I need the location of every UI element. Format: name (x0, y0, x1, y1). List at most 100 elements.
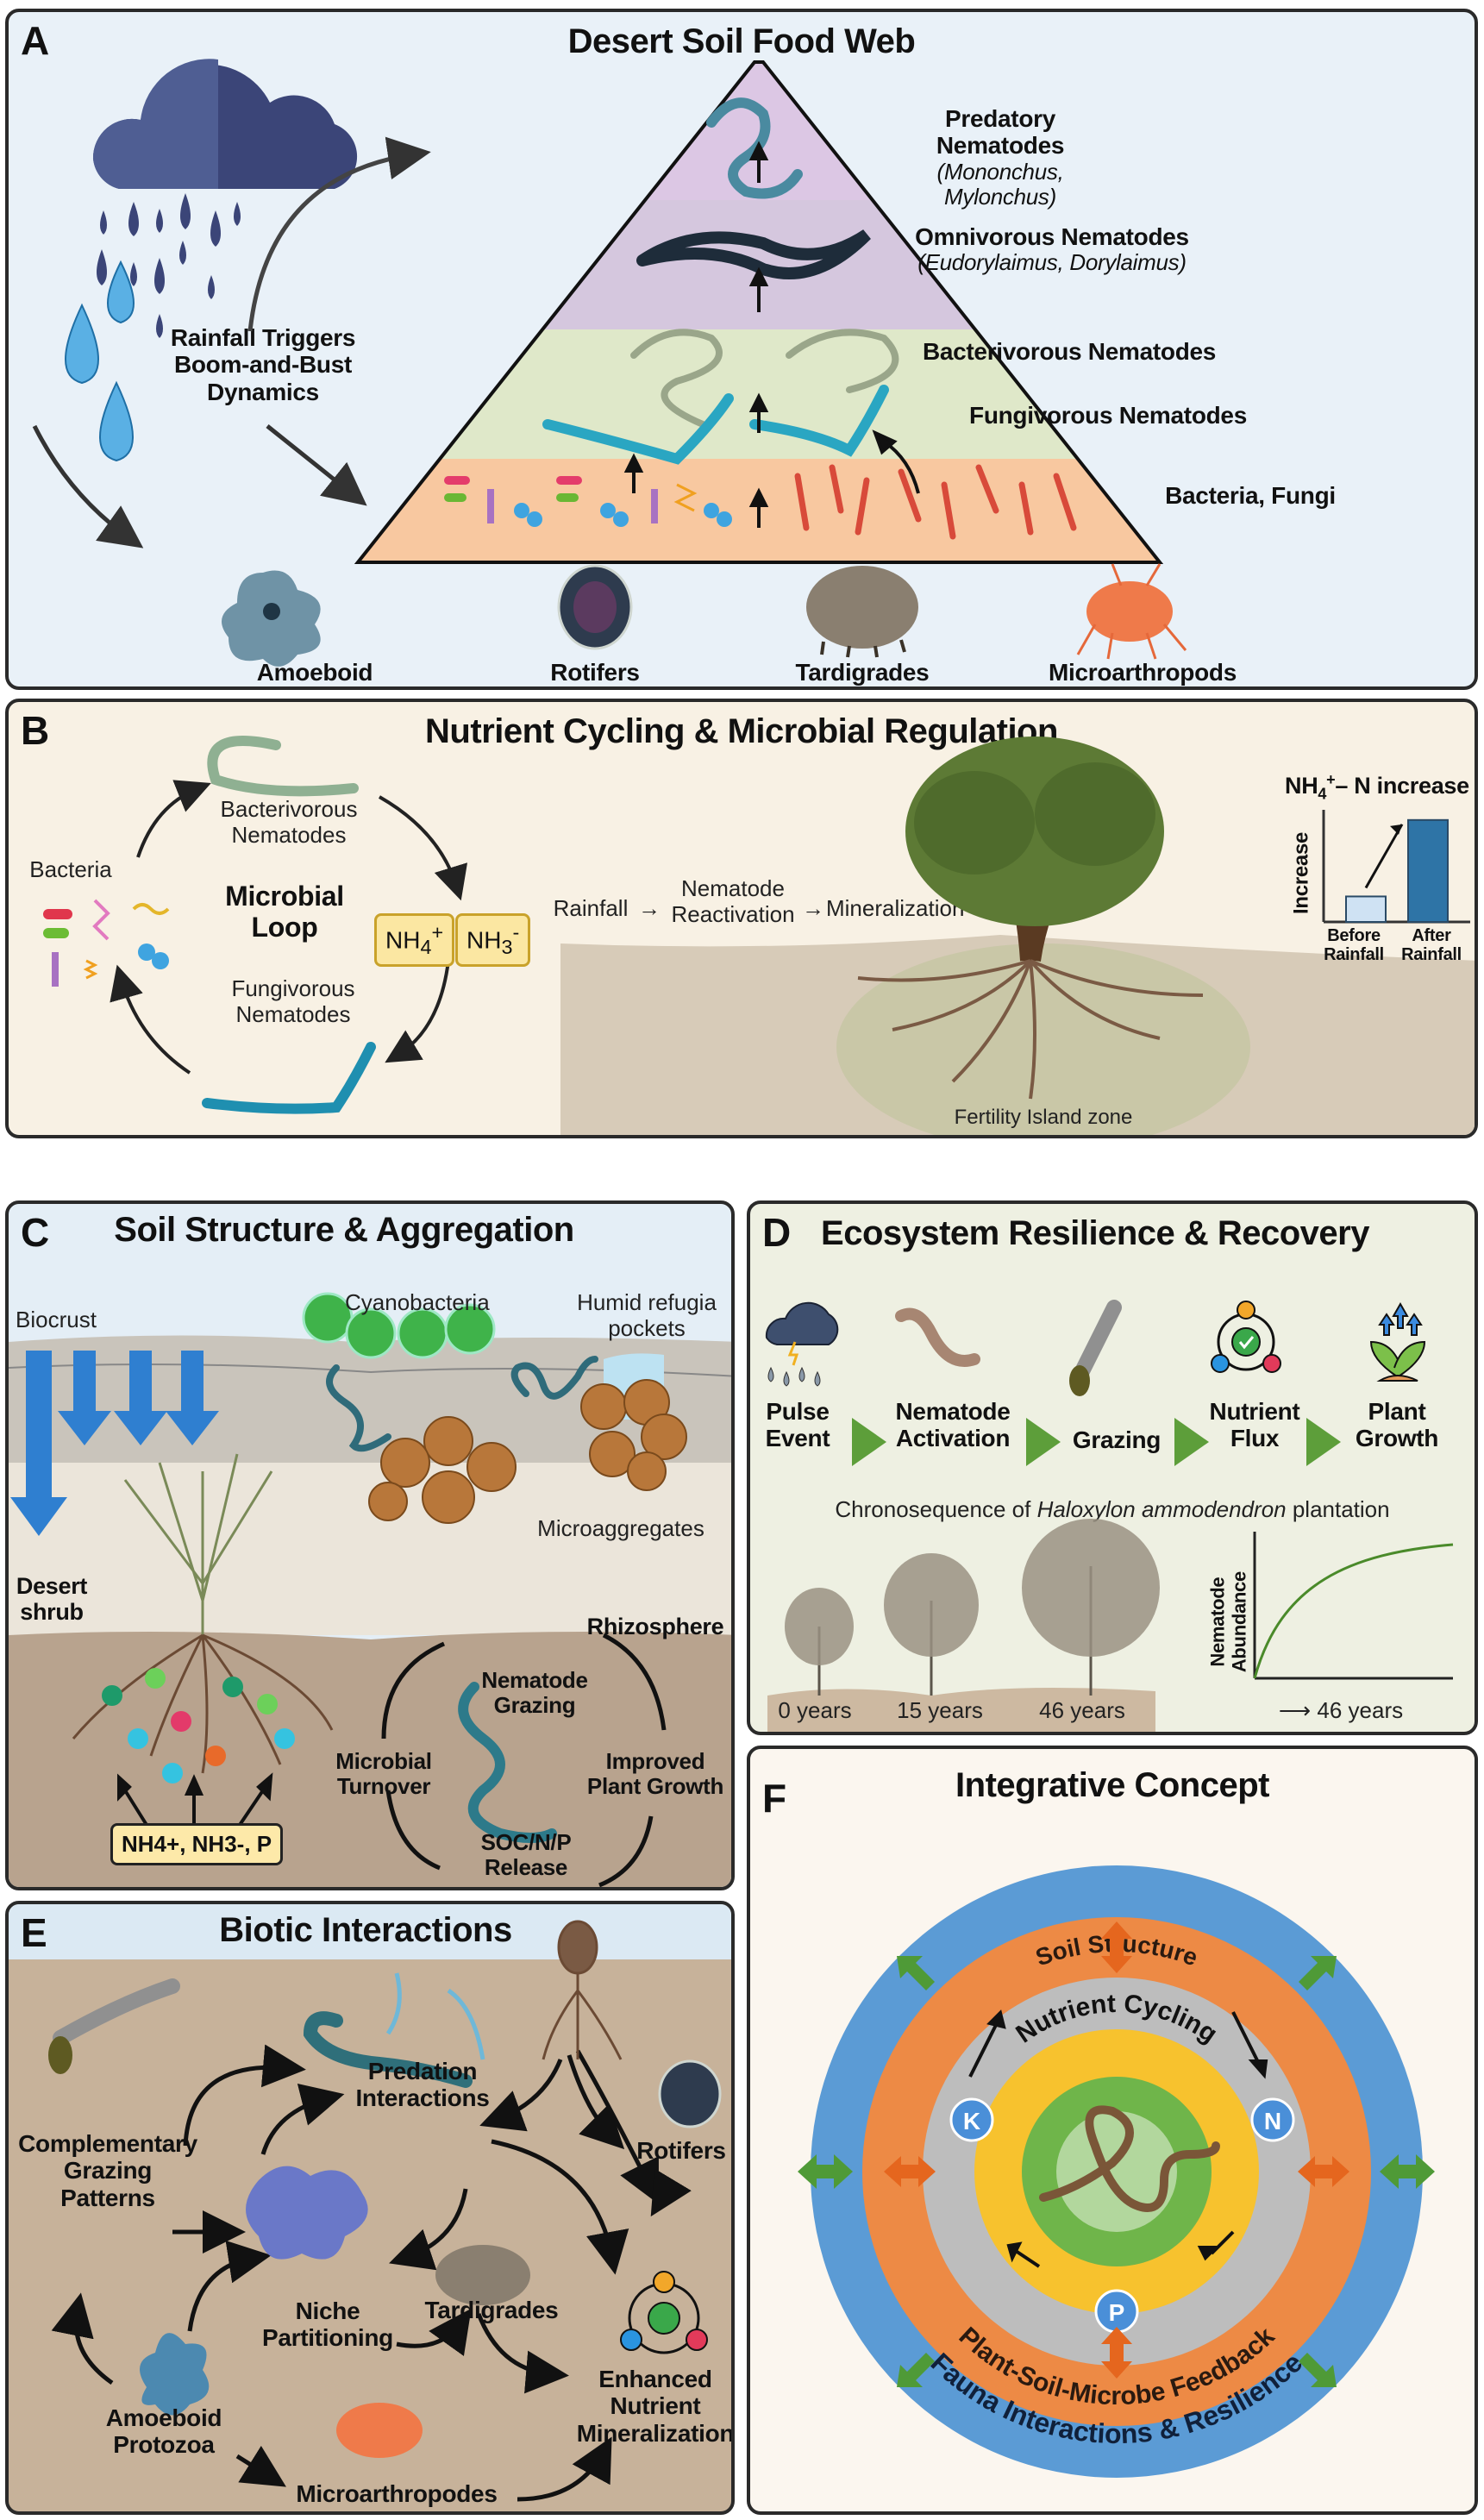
cycle-right-line1: Improved (605, 1748, 705, 1774)
panel-c-title: Soil Structure & Aggregation (114, 1211, 574, 1249)
biocrust-label: Biocrust (16, 1307, 97, 1332)
nutrient-cycle-icon (1211, 1301, 1281, 1373)
rotifer (658, 2059, 722, 2128)
arrow-fungivores-to-bacteria (110, 964, 191, 1075)
cycle-right-line2: Plant Growth (586, 1773, 724, 1800)
chronosequence-trees (767, 1519, 1160, 1732)
tree-icon (905, 737, 1164, 962)
ammonia-badge: NH3- (455, 913, 531, 967)
flow-arrows (32, 136, 431, 549)
nematode-icon (895, 1307, 980, 1367)
step2-line2: Activation (895, 1425, 1011, 1452)
ammonia-sub: 3 (501, 935, 513, 958)
step-arrow-2 (1026, 1418, 1061, 1466)
bacteria-label: Bacteria (29, 856, 112, 882)
arrow-nh-to-fungivores (385, 960, 450, 1063)
fertility-island-label: Fertility Island zone (954, 1106, 1133, 1129)
enhanced-line2: Nutrient (610, 2392, 701, 2420)
panel-f-letter: F (762, 1776, 787, 1821)
step-plant-growth: Plant Growth (1345, 1398, 1449, 1452)
panel-e-title: Biotic Interactions (219, 1911, 512, 1949)
green-double-arrows (798, 1956, 1435, 2387)
microbial-loop-diagram (43, 736, 468, 1114)
step1-line1: Pulse (766, 1398, 830, 1425)
cycle-top-line1: Nematode (481, 1667, 588, 1693)
abundance-xlabel: ⟶ 46 years (1278, 1697, 1404, 1723)
amoeboid-protozoa-image (222, 570, 321, 667)
cycle-microbial-turnover: Microbial Turnover (323, 1748, 444, 1799)
nutrient-k-label: K (963, 2108, 980, 2134)
level-omnivorous: Omnivorous Nematodes (Eudorylaimus, Dory… (905, 223, 1199, 275)
biocrust-nematode-2 (510, 1356, 598, 1400)
chart-title: NH4+– N increase (1285, 771, 1469, 803)
level-omnivorous-name: Omnivorous Nematodes (915, 223, 1189, 250)
complementary-line2: Grazing (63, 2157, 153, 2185)
arrow-bacterivores-to-nh (379, 795, 468, 901)
central-nematode (1039, 2105, 1220, 2212)
rhizosphere-label: Rhizosphere (586, 1614, 724, 1639)
arrow-to-base (266, 424, 367, 506)
node-complementary-grazing: Complementary Grazing Patterns (9, 2130, 207, 2211)
flow-arrow-1: → (638, 895, 661, 921)
flow-nematode-reactivation: Nematode Reactivation (664, 875, 802, 928)
ammonium-sup: + (431, 921, 444, 943)
fauna-label-rotifers: Rotifers (550, 659, 640, 686)
panel-f-title: Integrative Concept (955, 1766, 1269, 1804)
cycle-improved-growth: Improved Plant Growth (569, 1748, 731, 1800)
infiltration-arrows (10, 1351, 219, 1536)
ammonia-sup: - (512, 921, 520, 943)
fungivorous-label: Fungivorous Nematodes (207, 975, 379, 1028)
fertility-island-scene (560, 737, 1475, 1135)
nh4-bar-chart (1322, 810, 1470, 924)
fungivorous-nematode (542, 393, 734, 465)
age-15: 15 years (897, 1697, 983, 1723)
chart-trend-arrowhead (1390, 824, 1402, 835)
microarthropods-image (1076, 563, 1187, 660)
tardigrade (435, 2245, 530, 2305)
microbial-loop-line1: Microbial (225, 881, 344, 912)
nutrient-p-icon: P (1094, 2289, 1139, 2334)
nutrients-badge: NH4+, NH3-, P (110, 1823, 284, 1865)
fungi-hyphae (794, 464, 1077, 540)
water-drops-icon (65, 260, 135, 462)
tree-0-years (785, 1588, 854, 1665)
step4-line1: Nutrient (1209, 1398, 1300, 1425)
cycle-top-line2: Grazing (493, 1692, 576, 1719)
shrub-label-line1: Desert (16, 1573, 88, 1599)
amoeba-niche (246, 2166, 368, 2260)
flow-rainfall: Rainfall (553, 895, 629, 921)
nutrient-p-label: P (1109, 2299, 1125, 2326)
arrow-to-protozoa (32, 424, 144, 549)
nutrient-k-icon: K (949, 2097, 994, 2142)
cycle-nematode (458, 1682, 557, 1843)
level-omnivorous-genera: (Eudorylaimus, Dorylaimus) (917, 249, 1187, 276)
panel-c: C Soil Structure & Aggregation (5, 1200, 735, 1890)
cycle-bottom-line1: SOC/N/P (480, 1829, 572, 1855)
step5-line2: Growth (1355, 1425, 1439, 1452)
biotic-interaction-network (48, 1920, 722, 2502)
rotifers-image (557, 564, 633, 650)
rain-label-line3: Dynamics (207, 378, 319, 405)
amoeboid-protozoa (140, 2333, 210, 2416)
cyanobacteria-cells (302, 1292, 496, 1359)
microaggregates (368, 1379, 687, 1524)
bacterivorous-nematode (207, 736, 359, 797)
panel-b-title: Nutrient Cycling & Microbial Regulation (425, 712, 1058, 750)
step5-line1: Plant (1368, 1398, 1426, 1425)
step-arrow-1 (852, 1418, 886, 1466)
rain-cloud-icon (92, 59, 358, 338)
refugia-label: Humid refugia pockets (560, 1289, 731, 1342)
nutrient-n-label: N (1264, 2108, 1281, 2134)
bacterivorous-label: Bacterivorous Nematodes (203, 796, 375, 849)
step-grazing: Grazing (1072, 1426, 1162, 1453)
fungivorous-nematode-2 (749, 385, 889, 457)
layer-base (358, 459, 1160, 562)
abundance-ylabel: Nematode Abundance (1206, 1549, 1249, 1696)
complementary-line3: Patterns (60, 2184, 155, 2211)
bacterivorous-label-line2: Nematodes (231, 821, 347, 848)
level-predatory-genera: (Mononchus, Mylonchus) (936, 158, 1064, 210)
nutrient-mineralization-icon (620, 2271, 708, 2354)
step1-line2: Event (765, 1425, 830, 1452)
step-nematode-activation: Nematode Activation (888, 1398, 1018, 1452)
step4-line2: Flux (1230, 1425, 1280, 1452)
